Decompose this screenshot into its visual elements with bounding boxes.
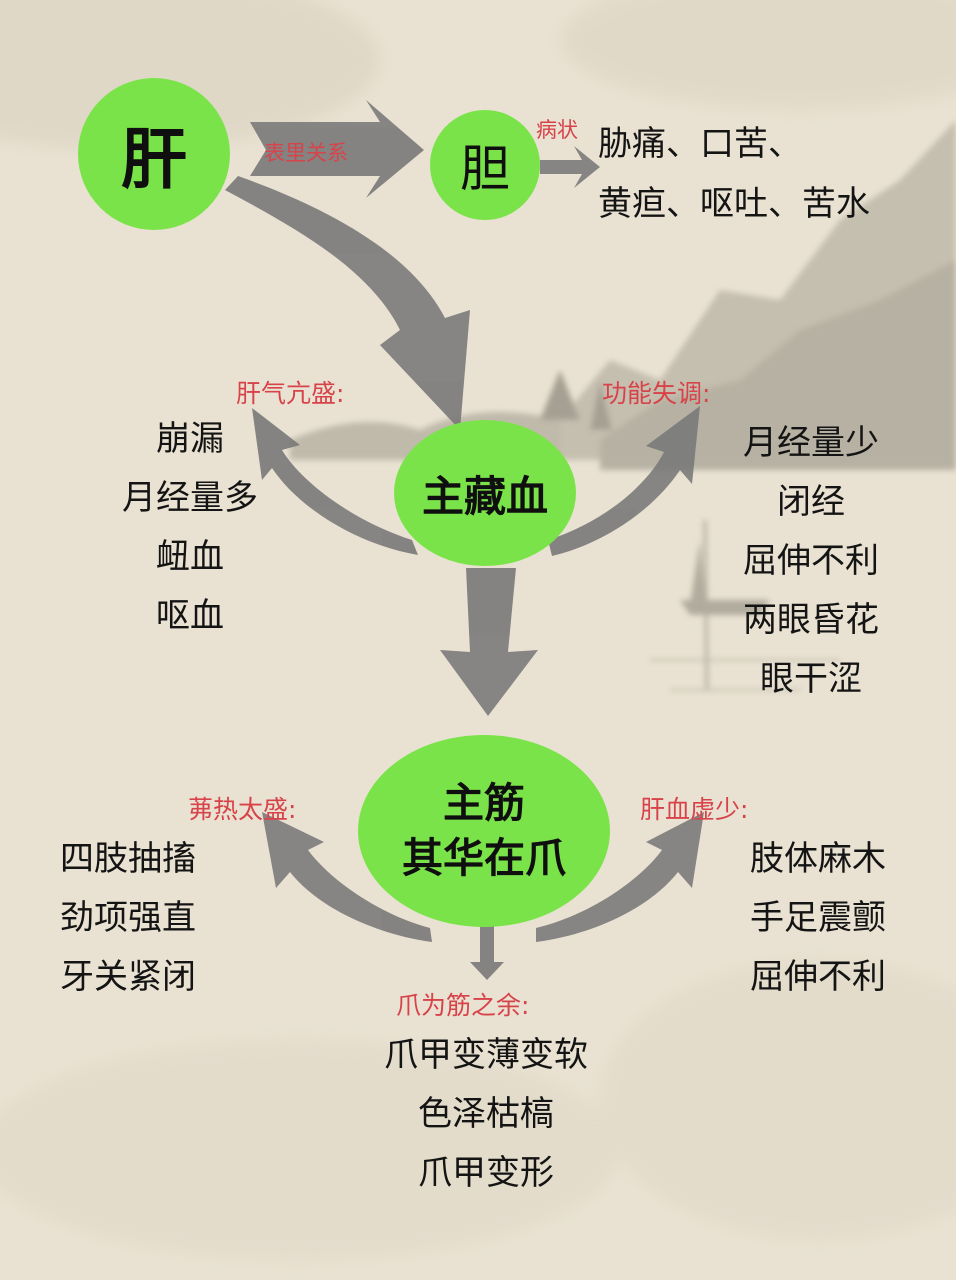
arrow-liver-to-store-blood [225, 176, 470, 430]
arrow-liver-to-gallbladder [250, 100, 424, 198]
label-dysfunction: 功能失调: [602, 379, 711, 408]
list-heat-excess: 四肢抽搐 劲项强直 牙关紧闭 [38, 830, 218, 1007]
arrow-store-blood-left [252, 408, 418, 555]
gallbladder-symptoms-line1: 胁痛、口苦、 [598, 124, 802, 164]
label-liver-qi-excess: 肝气亢盛: [236, 379, 345, 408]
list-item: 崩漏 [156, 419, 224, 459]
list-item: 爪甲变薄变软 [384, 1035, 588, 1075]
tendon-node: 主筋 其华在爪 [358, 735, 610, 927]
label-exterior-interior: 表里关系 [264, 141, 348, 165]
list-item: 牙关紧闭 [60, 957, 196, 997]
list-nails-surplus: 爪甲变薄变软 色泽枯槁 爪甲变形 [348, 1026, 624, 1203]
list-item: 手足震颤 [750, 898, 886, 938]
list-item: 屈伸不利 [743, 541, 879, 581]
arrow-tendon-down [470, 926, 504, 980]
gallbladder-symptoms-line2: 黄疸、呕吐、苦水 [598, 184, 870, 224]
list-item: 屈伸不利 [750, 957, 886, 997]
gallbladder-node: 胆 [430, 110, 540, 220]
list-item: 色泽枯槁 [418, 1094, 554, 1134]
list-item: 闭经 [777, 482, 845, 522]
list-dysfunction: 月经量少 闭经 屈伸不利 两眼昏花 眼干涩 [716, 414, 906, 709]
arrow-tendon-right [536, 812, 704, 942]
list-item: 肢体麻木 [750, 839, 886, 879]
arrow-tendon-left [262, 812, 432, 942]
arrow-store-blood-to-tendon [440, 568, 538, 716]
list-liver-blood-deficiency: 肢体麻木 手足震颤 屈伸不利 [728, 830, 908, 1007]
label-heat-excess: 茀热太盛: [188, 795, 297, 824]
arrow-store-blood-right [548, 406, 700, 556]
list-item: 月经量少 [743, 423, 879, 463]
list-item: 眼干涩 [760, 659, 862, 699]
list-item: 四肢抽搐 [60, 839, 196, 879]
list-liver-qi-excess: 崩漏 月经量多 衄血 呕血 [100, 410, 280, 646]
list-item: 劲项强直 [60, 898, 196, 938]
liver-label: 肝 [121, 121, 187, 198]
arrow-gallbladder-to-symptoms [540, 146, 600, 188]
label-nails-surplus: 爪为筋之余: [396, 991, 530, 1020]
list-item: 爪甲变形 [418, 1153, 554, 1193]
liver-node: 肝 [78, 78, 230, 230]
tendon-label-line1: 主筋 [443, 778, 525, 827]
store-blood-label: 主藏血 [421, 471, 548, 521]
label-symptoms: 病状 [536, 118, 578, 142]
label-liver-blood-deficiency: 肝血虚少: [640, 795, 749, 824]
store-blood-node: 主藏血 [394, 420, 576, 566]
list-item: 呕血 [156, 596, 224, 636]
gallbladder-label: 胆 [460, 140, 510, 198]
tendon-label-line2: 其华在爪 [402, 834, 566, 882]
list-item: 衄血 [156, 537, 224, 577]
list-item: 两眼昏花 [743, 600, 879, 640]
list-item: 月经量多 [122, 478, 258, 518]
